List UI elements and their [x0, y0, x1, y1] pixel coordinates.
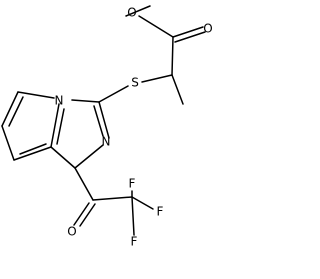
bond-ketone-double-left: [73, 202, 90, 226]
bond-ketone-double-right: [79, 203, 96, 227]
ketone-oxygen-label: O: [67, 225, 76, 239]
fluorine-bottom-label: F: [131, 235, 138, 249]
bond-ester-oxygen-carbonyl-carbon: [138, 15, 174, 38]
bond-sulfur-c3: [98, 85, 129, 103]
bond-cf3-fluorine-bottom: [131, 196, 135, 236]
ring-nitrogen-label: N: [55, 94, 64, 108]
fluorine-top-label: F: [129, 177, 136, 191]
bond-methyl-ester-oxygen: [125, 5, 151, 17]
bond-alpha-carbon-methyl: [171, 74, 184, 105]
bond-c7-c8-double: [19, 143, 47, 155]
bond-carbonyl-cf3: [92, 196, 133, 201]
bond-c5-c6: [1, 91, 19, 127]
bond-c1-carbonyl: [74, 167, 94, 201]
bond-c8a-n4: [50, 103, 60, 148]
bond-carbonyl-double-upper: [172, 26, 204, 38]
bond-c3-n4: [71, 99, 100, 103]
bond-c3-n2: [98, 101, 110, 139]
bond-c1-c8a: [50, 146, 76, 169]
bond-c8a-n4-double: [56, 108, 65, 145]
imidazole-nitrogen-label: N: [102, 135, 111, 149]
bond-carbonyl-double-lower: [174, 31, 206, 43]
bond-c5-c6-double: [8, 96, 24, 127]
bond-cf3-fluorine-right: [131, 196, 154, 210]
molecule-structure: O O S N N O F F F: [1, 5, 213, 249]
bond-n2-c1: [74, 144, 104, 169]
bond-alpha-carbon-sulfur: [141, 74, 173, 83]
bond-n4-c5: [17, 91, 55, 99]
bond-c3-n2-double: [93, 105, 104, 137]
fluorine-right-label: F: [157, 205, 164, 219]
carbonyl-oxygen-label: O: [203, 22, 212, 36]
ester-oxygen-label: O: [127, 6, 136, 20]
sulfur-label: S: [131, 76, 139, 90]
bond-c6-c7: [1, 125, 15, 161]
bond-carbonyl-carbon-alpha-carbon: [171, 36, 174, 76]
bond-c7-c8: [13, 146, 52, 161]
